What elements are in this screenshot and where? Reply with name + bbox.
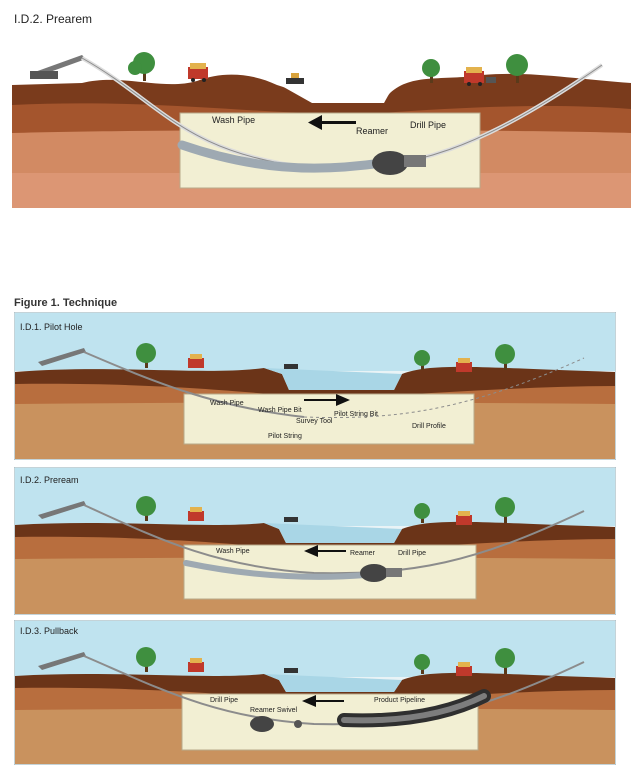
reamer-icon	[360, 564, 402, 582]
drill-rig-icon	[38, 652, 86, 670]
drill-profile-label: Drill Profile	[412, 423, 446, 430]
product-pipeline-label: Product Pipeline	[374, 697, 425, 704]
truck-icon	[188, 507, 204, 521]
tree-icon	[414, 654, 430, 674]
drill-pipe-label: Drill Pipe	[210, 697, 238, 704]
direction-arrow-icon	[308, 115, 356, 130]
tree-icon	[495, 344, 515, 370]
tree-icon	[422, 59, 440, 83]
panel-pullback: I.D.3. Pullback Drill Pipe Reamer Swivel…	[14, 620, 616, 765]
panel-title: I.D.1. Pilot Hole	[20, 322, 83, 332]
drill-rig-icon	[30, 55, 86, 79]
pilot-string-bit-label: Pilot String Bit	[334, 411, 378, 418]
tree-icon	[136, 496, 156, 521]
tree-icon	[495, 497, 515, 523]
truck-icon	[188, 354, 204, 368]
tree-icon	[414, 503, 430, 523]
top-prearem-diagram: Wash Pipe Reamer Drill Pipe	[12, 33, 631, 208]
drill-rig-icon	[38, 348, 86, 366]
drill-rig-icon	[38, 501, 86, 519]
pilot-string-label: Pilot String	[268, 433, 302, 440]
reamer-icon	[372, 151, 426, 175]
wash-pipe-label: Wash Pipe	[210, 400, 244, 407]
top-panel-title: I.D.2. Prearem	[14, 12, 93, 26]
reamer-swivel-label: Reamer Swivel	[250, 707, 298, 714]
truck-icon	[188, 658, 204, 672]
truck-icon	[456, 662, 472, 676]
panel-title: I.D.3. Pullback	[20, 626, 79, 636]
panel-preream: I.D.2. Preream Wash Pipe Reamer Drill Pi…	[14, 467, 616, 615]
reamer-label: Reamer	[350, 550, 376, 557]
tree-icon	[414, 350, 430, 370]
tree-icon	[128, 52, 155, 81]
truck-icon	[456, 511, 472, 525]
reamer-swivel-icon	[250, 716, 302, 732]
wash-pipe-label: Wash Pipe	[212, 115, 255, 125]
wash-pipe-label: Wash Pipe	[216, 548, 250, 555]
truck-icon	[188, 63, 208, 82]
direction-arrow-icon	[304, 394, 350, 406]
truck-icon	[456, 358, 472, 372]
tree-icon	[136, 647, 156, 672]
tree-icon	[506, 54, 528, 83]
truck-icon	[464, 67, 496, 86]
panel-title: I.D.2. Preream	[20, 475, 79, 485]
direction-arrow-icon	[302, 695, 344, 707]
figure-title: Figure 1. Technique	[14, 297, 118, 309]
survey-tool-label: Survey Tool	[296, 418, 333, 425]
tree-icon	[136, 343, 156, 368]
wash-pipe-bit-label: Wash Pipe Bit	[258, 407, 302, 414]
panel-pilot-hole: I.D.1. Pilot Hole Wash Pipe Wash Pipe Bi…	[14, 312, 616, 460]
direction-arrow-icon	[304, 545, 346, 557]
drill-pipe-label: Drill Pipe	[410, 120, 446, 130]
reamer-label: Reamer	[356, 126, 388, 136]
drill-pipe-label: Drill Pipe	[398, 550, 426, 557]
tree-icon	[495, 648, 515, 674]
